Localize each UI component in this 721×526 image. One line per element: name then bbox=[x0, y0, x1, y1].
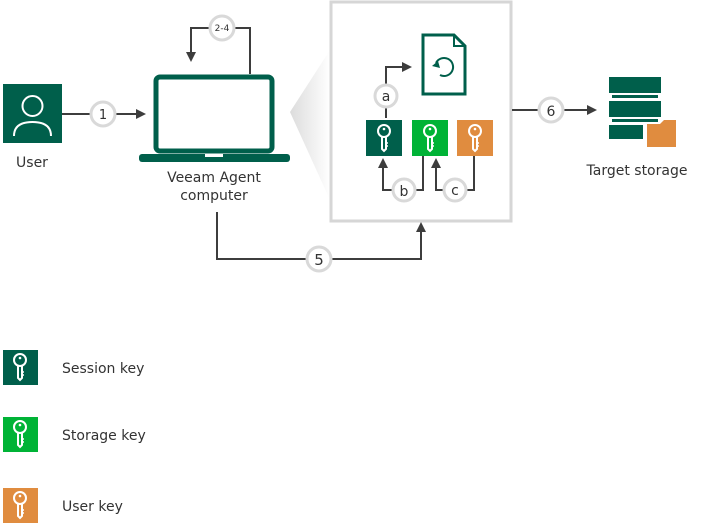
storage-key-icon bbox=[412, 120, 448, 156]
legend: Session key Storage key User key bbox=[3, 350, 146, 523]
svg-text:b: b bbox=[400, 184, 409, 200]
computer-label-line1: Veeam Agent bbox=[167, 170, 261, 186]
legend-item-session-key: Session key bbox=[3, 350, 144, 385]
legend-session-key-label: Session key bbox=[62, 361, 144, 377]
backup-file-icon bbox=[421, 33, 467, 96]
legend-storage-key-label: Storage key bbox=[62, 428, 146, 444]
legend-item-user-key: User key bbox=[3, 488, 123, 523]
step-badge-5: 5 bbox=[305, 245, 333, 273]
svg-text:c: c bbox=[451, 183, 459, 199]
svg-text:2-4: 2-4 bbox=[215, 24, 230, 34]
step-badge-b: b bbox=[391, 177, 417, 203]
legend-user-key-label: User key bbox=[62, 499, 123, 515]
target-storage-label: Target storage bbox=[586, 163, 688, 179]
session-key-icon bbox=[366, 120, 402, 156]
computer-label-line2: computer bbox=[180, 188, 248, 204]
step-badge-2-4: 2-4 bbox=[208, 14, 236, 42]
step-badge-6: 6 bbox=[537, 96, 565, 124]
callout-box bbox=[329, 0, 513, 223]
svg-text:6: 6 bbox=[547, 104, 556, 120]
step-badge-c: c bbox=[442, 177, 468, 203]
svg-text:5: 5 bbox=[314, 251, 324, 269]
legend-item-storage-key: Storage key bbox=[3, 417, 146, 452]
laptop-icon bbox=[139, 74, 290, 162]
step-badge-a: a bbox=[373, 83, 399, 109]
storage-icon bbox=[609, 77, 676, 147]
svg-text:a: a bbox=[382, 89, 391, 105]
user-label: User bbox=[16, 155, 48, 171]
user-key-icon bbox=[457, 120, 493, 156]
step-badge-1: 1 bbox=[89, 100, 117, 128]
user-icon bbox=[3, 84, 62, 143]
svg-text:1: 1 bbox=[99, 108, 107, 123]
callout-wedge bbox=[290, 50, 330, 200]
